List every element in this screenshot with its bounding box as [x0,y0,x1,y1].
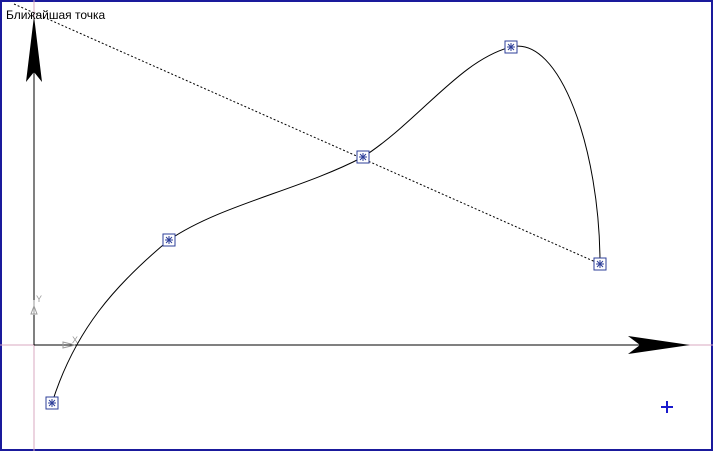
control-point[interactable] [593,257,607,271]
snap-hint-label: Ближайшая точка [6,8,106,22]
local-y-label: Y [36,294,42,304]
control-point[interactable] [356,150,370,164]
spline-curve[interactable] [51,45,601,404]
y-axis-arrow-icon [26,16,42,82]
control-point-icon [162,233,176,247]
control-point-icon [45,396,59,410]
control-point-icon [593,257,607,271]
origin-marker: Y X [30,294,78,349]
crosshair-cursor-icon [661,401,673,413]
control-point[interactable] [504,40,518,54]
control-point[interactable] [162,233,176,247]
local-x-label: X [72,335,78,345]
nearest-point-guide-line [13,3,601,265]
control-point[interactable] [45,396,59,410]
control-point-icon [356,150,370,164]
x-axis-arrow-icon [628,336,690,354]
control-point-icon [504,40,518,54]
